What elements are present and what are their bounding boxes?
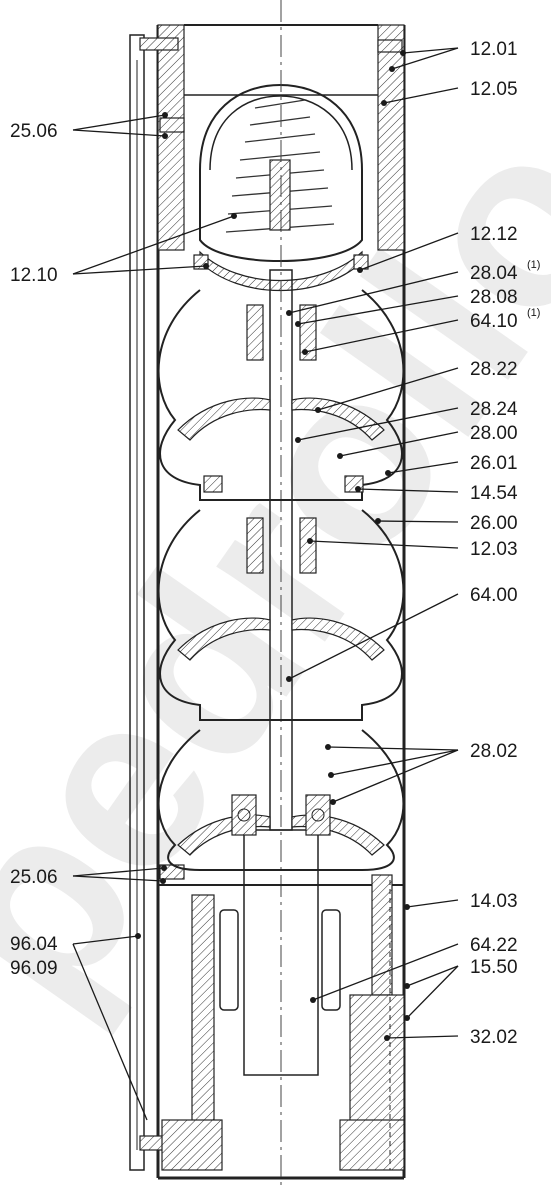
label-26-00: 26.00 xyxy=(470,513,518,534)
part-labels: 12.01 12.05 25.06 12.12 12.10 28.04 (1) … xyxy=(10,39,540,1048)
suction-casing xyxy=(158,874,405,1171)
label-25-06-bottom: 25.06 xyxy=(10,867,58,888)
label-96-04: 96.04 xyxy=(10,934,58,955)
label-14-54: 14.54 xyxy=(470,483,518,504)
label-32-02: 32.02 xyxy=(470,1027,518,1048)
label-64-00: 64.00 xyxy=(470,585,518,606)
label-12-10: 12.10 xyxy=(10,265,58,286)
label-96-09: 96.09 xyxy=(10,958,58,979)
label-14-03: 14.03 xyxy=(470,891,518,912)
label-28-04: 28.04 xyxy=(470,263,518,284)
stage-3 xyxy=(157,729,405,871)
label-64-10-note: (1) xyxy=(527,307,540,319)
label-28-02: 28.02 xyxy=(470,741,518,762)
label-28-08: 28.08 xyxy=(470,287,518,308)
pump-shaft xyxy=(243,0,319,1190)
label-15-50: 15.50 xyxy=(470,957,518,978)
leader-lines xyxy=(72,47,459,1121)
label-12-03: 12.03 xyxy=(470,539,518,560)
stage-2 xyxy=(157,509,405,721)
stage-1 xyxy=(157,289,405,501)
label-28-00: 28.00 xyxy=(470,423,518,444)
label-28-22: 28.22 xyxy=(470,359,518,380)
label-12-01: 12.01 xyxy=(470,39,518,60)
label-28-04-note: (1) xyxy=(527,259,540,271)
label-25-06-top: 25.06 xyxy=(10,121,58,142)
label-26-01: 26.01 xyxy=(470,453,518,474)
pump-housing xyxy=(129,24,406,1180)
label-28-24: 28.24 xyxy=(470,399,518,420)
check-valve xyxy=(193,83,369,292)
label-64-10: 64.10 xyxy=(470,311,518,332)
label-64-22: 64.22 xyxy=(470,935,518,956)
label-12-05: 12.05 xyxy=(470,79,518,100)
label-12-12: 12.12 xyxy=(470,224,518,245)
